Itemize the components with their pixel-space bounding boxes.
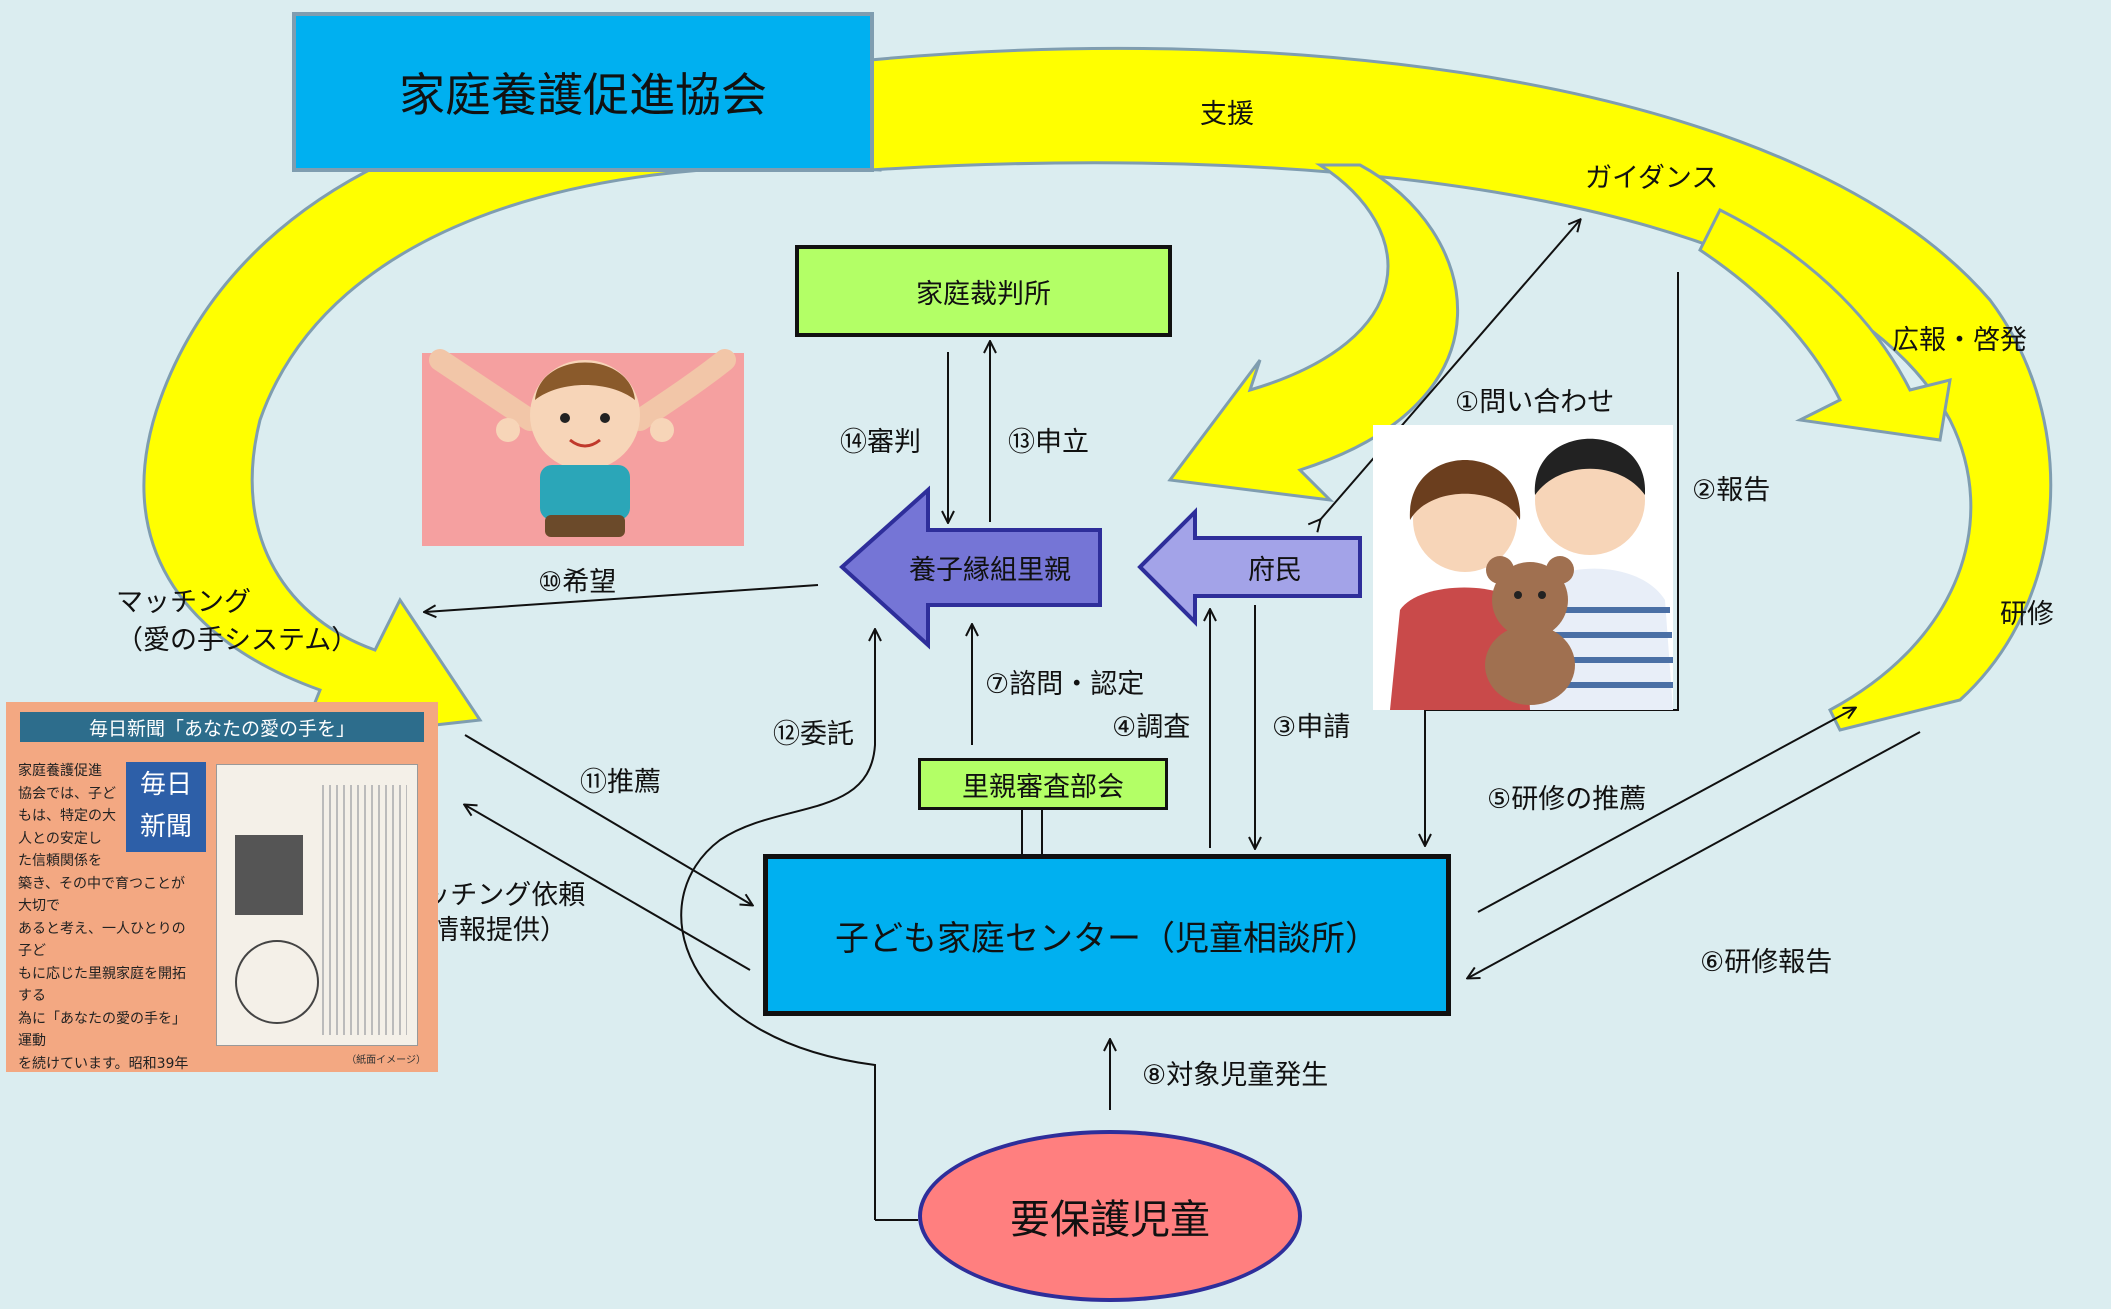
arrow-matching-irai [465,805,751,971]
newspaper-masthead: 毎日新聞 [126,762,206,852]
arrow-suisen [464,734,752,905]
label-matching: マッチング [116,587,251,618]
child-ellipse: 要保護児童 [918,1130,1302,1302]
kyokai-box: 家庭養護促進協会 [292,12,874,172]
arrow-kenshu-hokoku [1468,731,1921,978]
newspaper-text-lines [322,785,407,1035]
label-shimon: ⑦諮問・認定 [985,669,1145,700]
newspaper-header: 毎日新聞「あなたの愛の手を」 [20,712,424,742]
label-shien: 支援 [1200,99,1254,130]
arrow-itaku [680,630,875,1220]
newspaper-emblem [235,940,319,1024]
kyokai-label: 家庭養護促進協会 [399,68,767,122]
yoshi-label: 養子縁組里親 [909,555,1071,586]
center-label: 子ども家庭センター（児童相談所） [835,918,1379,959]
label-kenshu-hokoku: ⑥研修報告 [1700,947,1833,978]
arrow-toiawase [1320,220,1580,520]
label-taisho: ⑧対象児童発生 [1142,1060,1329,1091]
label-moushitate: ⑬申立 [1008,427,1089,458]
newspaper-body: 家庭養護促進 協会では、子ど もは、特定の大 人との安定し た信頼関係を 築き、… [18,763,189,1072]
fumin-label-wrap: 府民 [1200,545,1350,590]
label-kibou: ⑩希望 [538,567,617,598]
fumin-label: 府民 [1248,555,1302,586]
yoshi-label-wrap: 養子縁組里親 [900,545,1080,590]
newspaper-clipping: 毎日新聞「あなたの愛の手を」 家庭養護促進 協会では、子ど もは、特定の大 人と… [6,702,438,1072]
newspaper-page-image [216,764,418,1046]
label-hokoku: ②報告 [1692,475,1771,506]
fumin-arrow-shape [1137,507,1362,627]
arrow-kenshu-suisen [1477,708,1855,913]
label-itaku: ⑫委託 [773,719,854,750]
court-label: 家庭裁判所 [916,278,1051,310]
label-shinsei: ③申請 [1272,712,1351,743]
shinsa-label: 里親審査部会 [962,771,1124,803]
label-guidance: ガイダンス [1585,163,1719,194]
center-box: 子ども家庭センター（児童相談所） [763,854,1451,1016]
shinsa-box: 里親審査部会 [918,758,1168,810]
label-ainote-system: （愛の手システム） [116,625,359,656]
label-suisen: ⑪推薦 [580,767,661,798]
label-shinpan: ⑭審判 [840,427,921,458]
yellow-arrow-to-koho [1698,207,1952,442]
newspaper-photo [235,835,303,915]
arrow-kibou [425,584,819,612]
baby-illustration [422,349,744,546]
couple-illustration [1373,425,1673,710]
child-label: 要保護児童 [1010,1197,1210,1243]
label-chosa: ④調査 [1112,712,1191,743]
court-box: 家庭裁判所 [795,245,1172,337]
yellow-loop-right-arrow [868,46,2053,732]
newspaper-caption: （紙面イメージ） [346,1055,426,1066]
yoshi-arrow-shape [839,485,1102,650]
label-kenshu: 研修 [2000,599,2054,630]
label-kenshu-suisen: ⑤研修の推薦 [1487,784,1647,815]
label-toiawase: ①問い合わせ [1455,387,1615,418]
label-koho: 広報・啓発 [1892,325,2027,356]
